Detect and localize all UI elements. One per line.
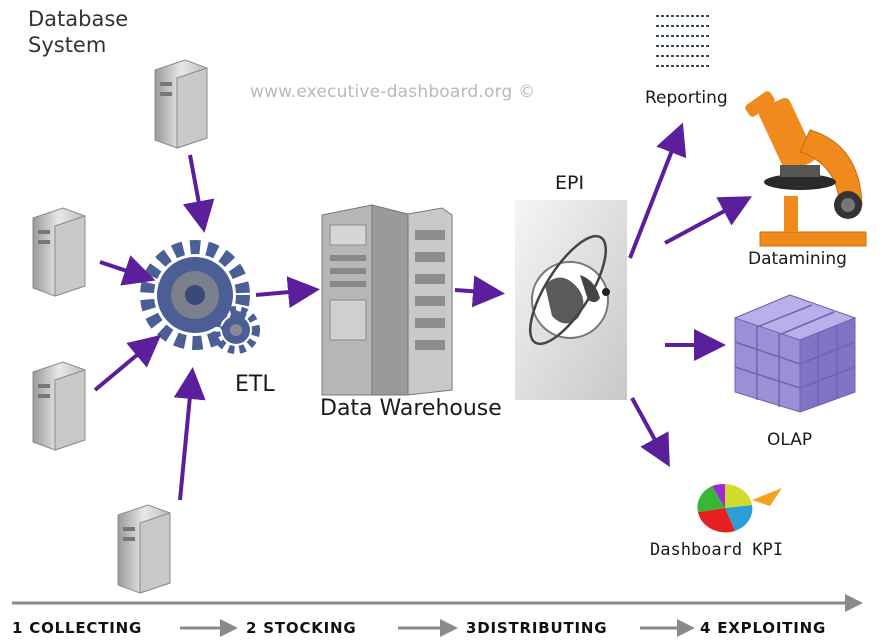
arrow-server2-etl xyxy=(99,255,156,286)
arrow-epi-dashboard xyxy=(630,397,670,468)
database-server-icon xyxy=(32,207,86,297)
arrow-warehouse-epi xyxy=(454,275,505,308)
step-distributing: 3DISTRIBUTING xyxy=(466,619,608,637)
data-warehouse-label: Data Warehouse xyxy=(320,396,502,421)
database-server-icon xyxy=(32,361,86,451)
database-server-icon xyxy=(154,59,208,149)
report-document-icon xyxy=(652,8,714,80)
arrow-server3-etl xyxy=(93,334,162,392)
arrow-server4-etl xyxy=(173,367,206,501)
olap-cube-icon xyxy=(733,294,857,413)
pie-chart-icon xyxy=(697,483,782,533)
epi-label: EPI xyxy=(555,172,585,194)
reporting-label: Reporting xyxy=(645,88,728,108)
timeline xyxy=(12,594,863,637)
arrow-etl-warehouse xyxy=(255,276,320,309)
database-server-icon xyxy=(117,504,171,594)
arrow-server1-etl xyxy=(182,154,215,233)
arrow-epi-reporting xyxy=(628,122,687,259)
globe-icon xyxy=(515,200,627,400)
step-stocking: 2 STOCKING xyxy=(246,619,357,637)
flow-arrows xyxy=(93,122,753,501)
database-system-label: Database System xyxy=(28,7,129,57)
watermark-text: www.executive-dashboard.org © xyxy=(250,82,536,102)
arrow-epi-datamining xyxy=(664,196,753,245)
step-exploiting: 4 EXPLOITING xyxy=(700,619,827,637)
datamining-label: Datamining xyxy=(748,249,847,269)
step-collecting: 1 COLLECTING xyxy=(12,619,143,637)
etl-label: ETL xyxy=(235,372,275,397)
dashboard-kpi-label: Dashboard KPI xyxy=(650,540,784,560)
gear-icon xyxy=(140,240,260,354)
data-warehouse-icon xyxy=(321,204,453,396)
microscope-icon xyxy=(745,91,867,247)
olap-label: OLAP xyxy=(767,430,813,450)
